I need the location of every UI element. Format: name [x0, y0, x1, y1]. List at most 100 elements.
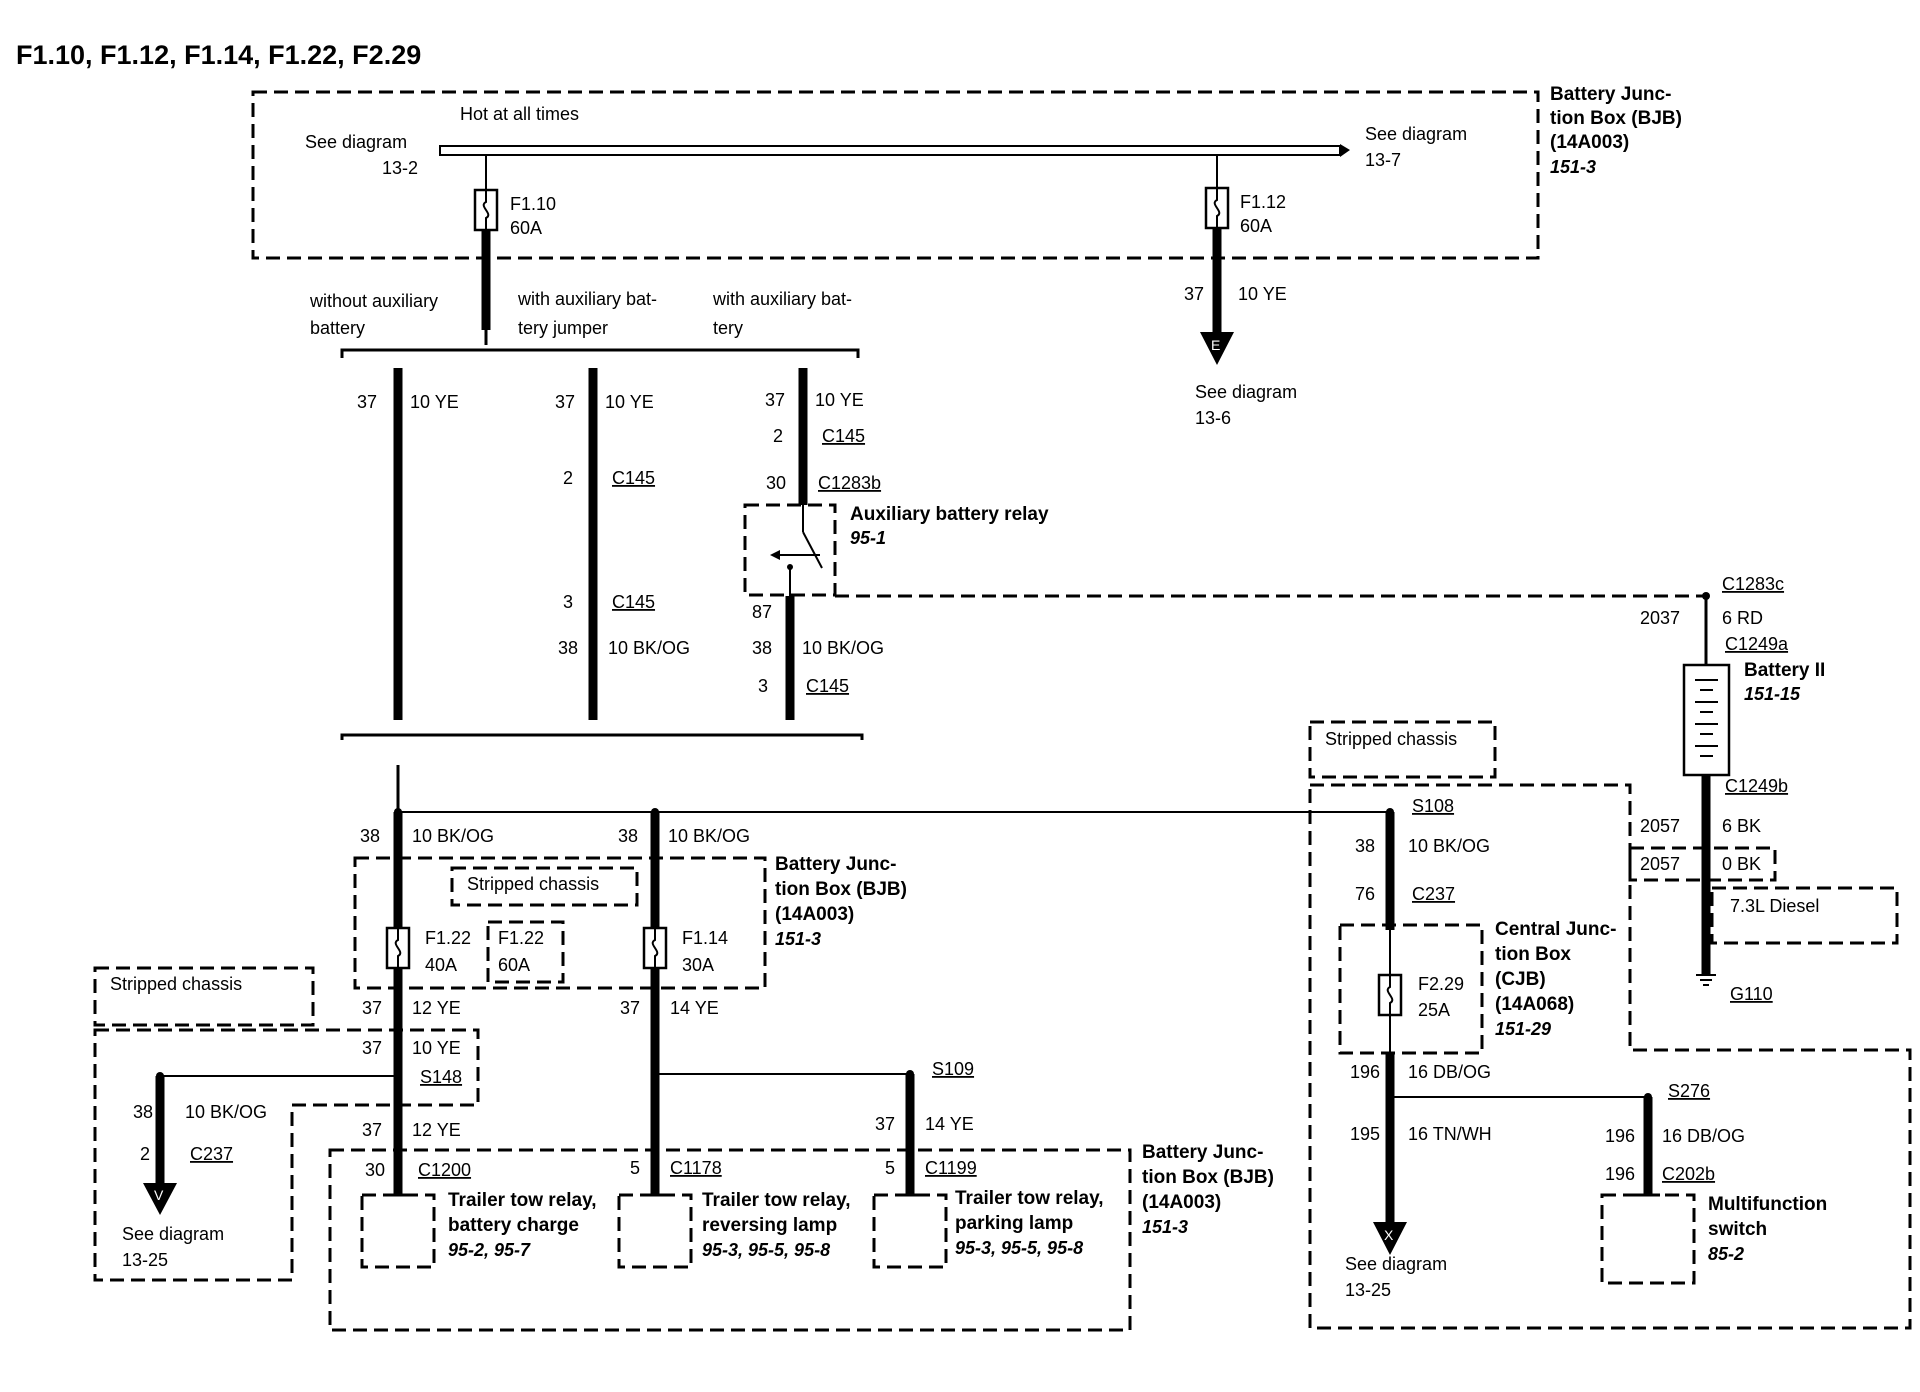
f112-amp: 60A — [1240, 216, 1272, 236]
stripped-region-right — [1308, 783, 1912, 1330]
relay2-l2: reversing lamp — [702, 1215, 837, 1236]
bat-circuit: 2037 — [1640, 608, 1680, 628]
bjb-mid-l3: (14A003) — [775, 904, 854, 925]
stripped-box-left — [93, 966, 315, 1027]
f110-amp: 60A — [510, 218, 542, 238]
bjb-mid-ref: 151-3 — [775, 929, 821, 949]
bjb-top-l2: tion Box (BJB) — [1550, 108, 1682, 129]
s108-label: S108 — [1412, 796, 1454, 816]
relay1-ref: 95-2, 95-7 — [448, 1240, 531, 1260]
fuse-f112-icon — [1204, 186, 1230, 230]
r196b-circuit: 196 — [1605, 1126, 1635, 1146]
col3-color: 10 YE — [815, 390, 864, 410]
relay3-conn: C1199 — [925, 1158, 977, 1178]
right-conn: C237 — [1412, 884, 1455, 904]
col3-pin-b: 3 — [758, 676, 768, 696]
relay3-l2: parking lamp — [955, 1213, 1073, 1234]
bat-circuit-c: 2057 — [1640, 854, 1680, 874]
col3-conn-a: C145 — [822, 426, 865, 446]
bjb-bot-l1: Battery Junc- — [1142, 1142, 1263, 1163]
bjb-top-l3: (14A003) — [1550, 132, 1629, 153]
opt3-l2: tery — [713, 318, 743, 338]
aux-relay-box — [743, 503, 837, 597]
power-bus — [439, 145, 1341, 156]
fuse-f110-icon — [473, 188, 499, 232]
relay3-ref: 95-3, 95-5, 95-8 — [955, 1238, 1083, 1258]
relay3-box — [872, 1193, 948, 1269]
relay2-pin: 5 — [630, 1158, 640, 1178]
left-branch-circuit: 38 — [360, 826, 380, 846]
f112-name: F1.12 — [1240, 192, 1286, 212]
mfs-box — [1600, 1193, 1696, 1285]
bjb-bot-box — [328, 1148, 1132, 1332]
relay1-conn: C1200 — [418, 1160, 471, 1180]
arrow-v-icon — [143, 1183, 177, 1215]
mfs-l2: switch — [1708, 1219, 1767, 1240]
left-down-circuit: 38 — [133, 1102, 153, 1122]
r196b-pin: 196 — [1605, 1164, 1635, 1184]
mid-branch-color: 10 BK/OG — [668, 826, 750, 846]
left-down-pin: 2 — [140, 1144, 150, 1164]
col2-conn-a: C145 — [612, 468, 655, 488]
w14ye-circuit: 37 — [620, 998, 640, 1018]
see-right-l1: See diagram — [1365, 124, 1467, 144]
bjb-bot-ref: 151-3 — [1142, 1217, 1188, 1237]
diesel-box — [1710, 886, 1899, 945]
cjb-l1: Central Junc- — [1495, 919, 1616, 940]
w14ye-b-circuit: 37 — [875, 1114, 895, 1134]
w14ye-b-color: 14 YE — [925, 1114, 974, 1134]
f122-alt-name: F1.22 — [498, 928, 544, 948]
col3-conn-b: C145 — [806, 676, 849, 696]
stripped-right: Stripped chassis — [1325, 729, 1457, 749]
bjb-top-box — [251, 90, 1540, 260]
col2-conn-b: C145 — [612, 592, 655, 612]
opt2-l2: tery jumper — [518, 318, 608, 338]
col3-color-b: 10 BK/OG — [802, 638, 884, 658]
bat-name: Battery II — [1744, 660, 1825, 681]
bjb-mid-l1: Battery Junc- — [775, 854, 896, 875]
w10ye-circuit: 37 — [362, 1038, 382, 1058]
col2-pin-a: 2 — [563, 468, 573, 488]
see-13-25b-l1: See diagram — [1345, 1254, 1447, 1274]
bat-diesel: 7.3L Diesel — [1730, 896, 1819, 916]
f229-amp: 25A — [1418, 1000, 1450, 1020]
bat-conn-a: C1249a — [1725, 634, 1789, 654]
w14ye-color: 14 YE — [670, 998, 719, 1018]
f112-circuit: 37 — [1184, 284, 1204, 304]
diagram-title: F1.10, F1.12, F1.14, F1.22, F2.29 — [16, 40, 421, 70]
mfs-l1: Multifunction — [1708, 1194, 1827, 1215]
see-left-l2: 13-2 — [382, 158, 418, 178]
f122-alt-amp: 60A — [498, 955, 530, 975]
relay1-box — [360, 1193, 436, 1269]
see-13-6-l1: See diagram — [1195, 382, 1297, 402]
mfs-ref: 85-2 — [1708, 1244, 1744, 1264]
bjb-mid-l2: tion Box (BJB) — [775, 879, 907, 900]
stripped-mid: Stripped chassis — [467, 874, 599, 894]
relay2-box — [617, 1193, 693, 1269]
col3-circuit-b: 38 — [752, 638, 772, 658]
bjb-mid-box — [353, 856, 767, 990]
cjb-box — [1338, 923, 1484, 1055]
col3-conn-c: C1283b — [818, 473, 881, 493]
w12ye-b-circuit: 37 — [362, 1120, 382, 1140]
f122-name: F1.22 — [425, 928, 471, 948]
see-13-25a-l1: See diagram — [122, 1224, 224, 1244]
opt2-l1: with auxiliary bat- — [517, 289, 657, 309]
arrow-x-icon — [1373, 1222, 1407, 1255]
relay-switch-icon — [802, 531, 823, 569]
bat-conn-top: C1283c — [1722, 574, 1784, 594]
col2-color-b: 10 BK/OG — [608, 638, 690, 658]
see-13-25b-l2: 13-25 — [1345, 1280, 1391, 1300]
r196-circuit: 196 — [1350, 1062, 1380, 1082]
col1-circuit: 37 — [357, 392, 377, 412]
relay3-pin: 5 — [885, 1158, 895, 1178]
col1-color: 10 YE — [410, 392, 459, 412]
bat-circuit-b: 2057 — [1640, 816, 1680, 836]
col3-pin-87: 87 — [752, 602, 772, 622]
hot-label: Hot at all times — [460, 104, 579, 124]
w10ye-color: 10 YE — [412, 1038, 461, 1058]
bjb-bot-l3: (14A003) — [1142, 1192, 1221, 1213]
relay2-l1: Trailer tow relay, — [702, 1190, 851, 1211]
